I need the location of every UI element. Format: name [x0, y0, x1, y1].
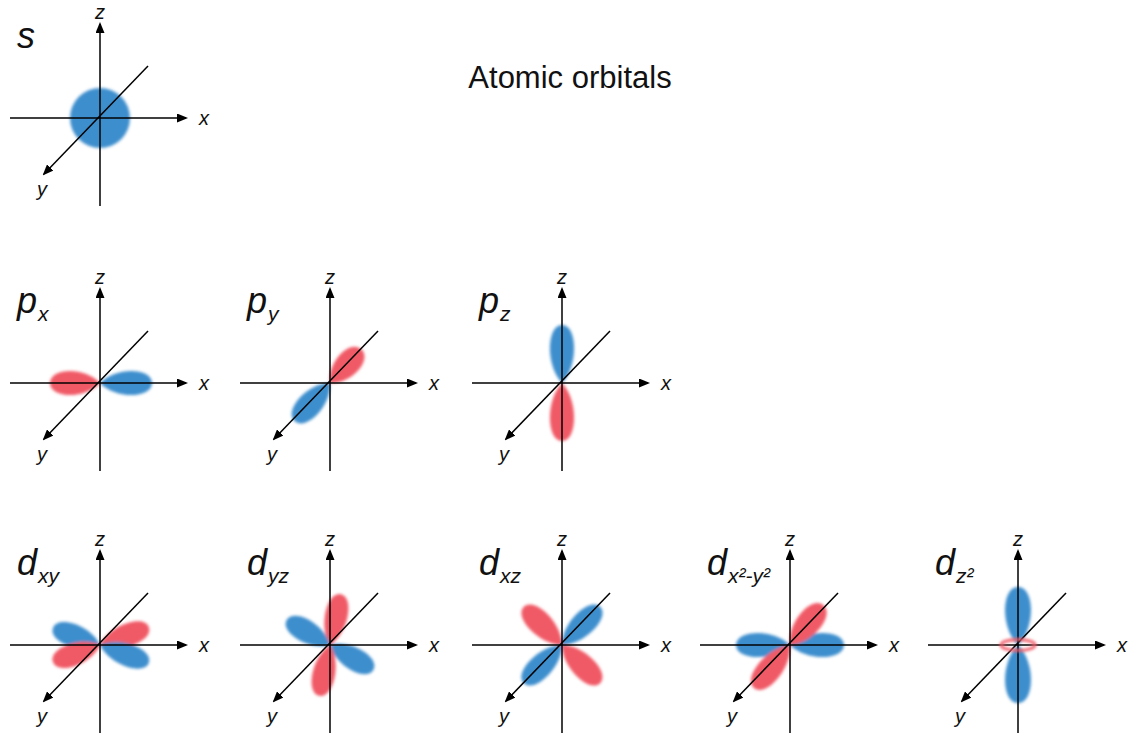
axis-label: x	[429, 373, 439, 393]
orbital-subscript: xy	[38, 565, 59, 586]
axis-label: x	[199, 108, 209, 128]
axis-label: z	[325, 529, 335, 549]
orbital-subscript: xz	[500, 565, 521, 586]
axis-label: x	[429, 635, 439, 655]
axis-label: z	[325, 267, 335, 287]
orbital-name: d	[935, 545, 955, 581]
axis-label: y	[267, 706, 277, 726]
axis-label: y	[499, 706, 509, 726]
orbital-name: s	[17, 18, 35, 54]
orbital-subscript: x²-y²	[728, 565, 770, 586]
orbital-name: p	[17, 283, 37, 319]
axis-label: y	[37, 444, 47, 464]
axis-label: x	[661, 373, 671, 393]
axis-label: z	[95, 2, 105, 22]
axis-label: z	[95, 267, 105, 287]
title: Atomic orbitals	[468, 62, 671, 93]
axis-label: x	[199, 635, 209, 655]
axis-label: y	[955, 706, 965, 726]
axis-label: x	[199, 373, 209, 393]
orbital-subscript: x	[38, 303, 49, 324]
axis-label: y	[499, 444, 509, 464]
orbital-subscript: z	[500, 303, 511, 324]
orbital-name: p	[479, 283, 499, 319]
orbital-name: d	[707, 545, 727, 581]
s-orbital	[10, 24, 186, 206]
orbital-name: d	[17, 545, 37, 581]
axis-label: z	[95, 529, 105, 549]
axis-label: z	[785, 529, 795, 549]
orbital-subscript: y	[268, 303, 279, 324]
axis-label: y	[37, 706, 47, 726]
orbital-subscript: z²	[956, 565, 974, 586]
axis-label: x	[889, 635, 899, 655]
orbital-name: d	[247, 545, 267, 581]
axis-label: y	[267, 444, 277, 464]
axis-label: x	[1117, 635, 1127, 655]
orbital-name: d	[479, 545, 499, 581]
axis-label: y	[727, 706, 737, 726]
orbital-subscript: yz	[268, 565, 289, 586]
axis-label: z	[1013, 529, 1023, 549]
axis-label: y	[37, 179, 47, 199]
axis-label: z	[557, 529, 567, 549]
axis-label: x	[661, 635, 671, 655]
orbital-name: p	[247, 283, 267, 319]
axis-label: z	[557, 267, 567, 287]
